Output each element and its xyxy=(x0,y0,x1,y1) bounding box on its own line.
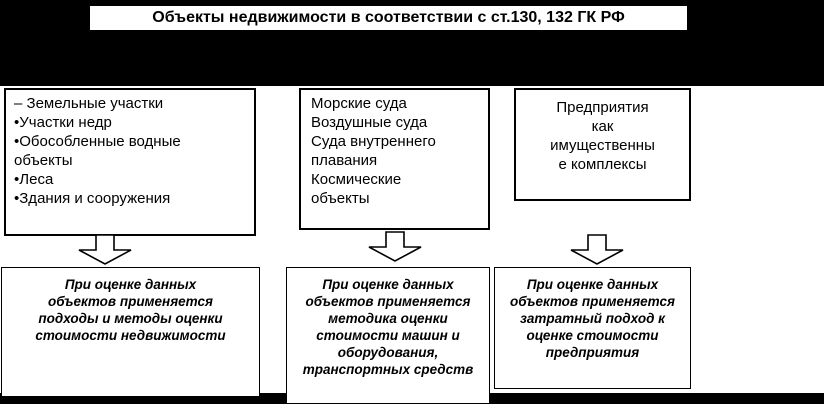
list-line: Предприятия xyxy=(556,99,649,116)
list-line: как xyxy=(591,118,614,135)
list-line: Суда внутреннего плавания xyxy=(311,133,436,169)
down-arrow-icon xyxy=(368,231,422,262)
list-line: •Участки недр xyxy=(14,114,112,131)
valuation-note: При оценке данных объектов применяется з… xyxy=(510,277,675,360)
diagram-title: Объекты недвижимости в соответствии с ст… xyxy=(152,9,625,26)
list-line: •Здания и сооружения xyxy=(14,190,171,207)
down-arrow-icon xyxy=(78,234,132,265)
box-valuation-real-estate: При оценке данных объектов применяется п… xyxy=(1,267,260,397)
list-line: •Леса xyxy=(14,171,54,188)
list-line: имущественны xyxy=(550,137,655,154)
down-arrow-icon xyxy=(570,234,624,265)
box-valuation-enterprise: При оценке данных объектов применяется з… xyxy=(494,267,691,389)
valuation-note: При оценке данных объектов применяется м… xyxy=(302,277,474,377)
valuation-note: При оценке данных объектов применяется п… xyxy=(35,277,226,343)
box-enterprise-complexes: Предприятия как имущественны е комплексы xyxy=(514,88,691,201)
list-line: •Обособленные водные объекты xyxy=(14,133,181,169)
list-line: Воздушные суда xyxy=(311,114,428,131)
box-land-objects: – Земельные участки •Участки недр •Обосо… xyxy=(4,88,256,236)
list-line: – Земельные участки xyxy=(14,95,164,112)
list-line: е комплексы xyxy=(558,156,647,173)
title-box: Объекты недвижимости в соответствии с ст… xyxy=(88,4,689,32)
box-vessels-objects: Морские суда Воздушные суда Суда внутрен… xyxy=(299,88,490,230)
list-line: Морские суда xyxy=(311,95,407,112)
list-line: Космические объекты xyxy=(311,171,402,207)
box-valuation-machinery: При оценке данных объектов применяется м… xyxy=(286,267,490,404)
